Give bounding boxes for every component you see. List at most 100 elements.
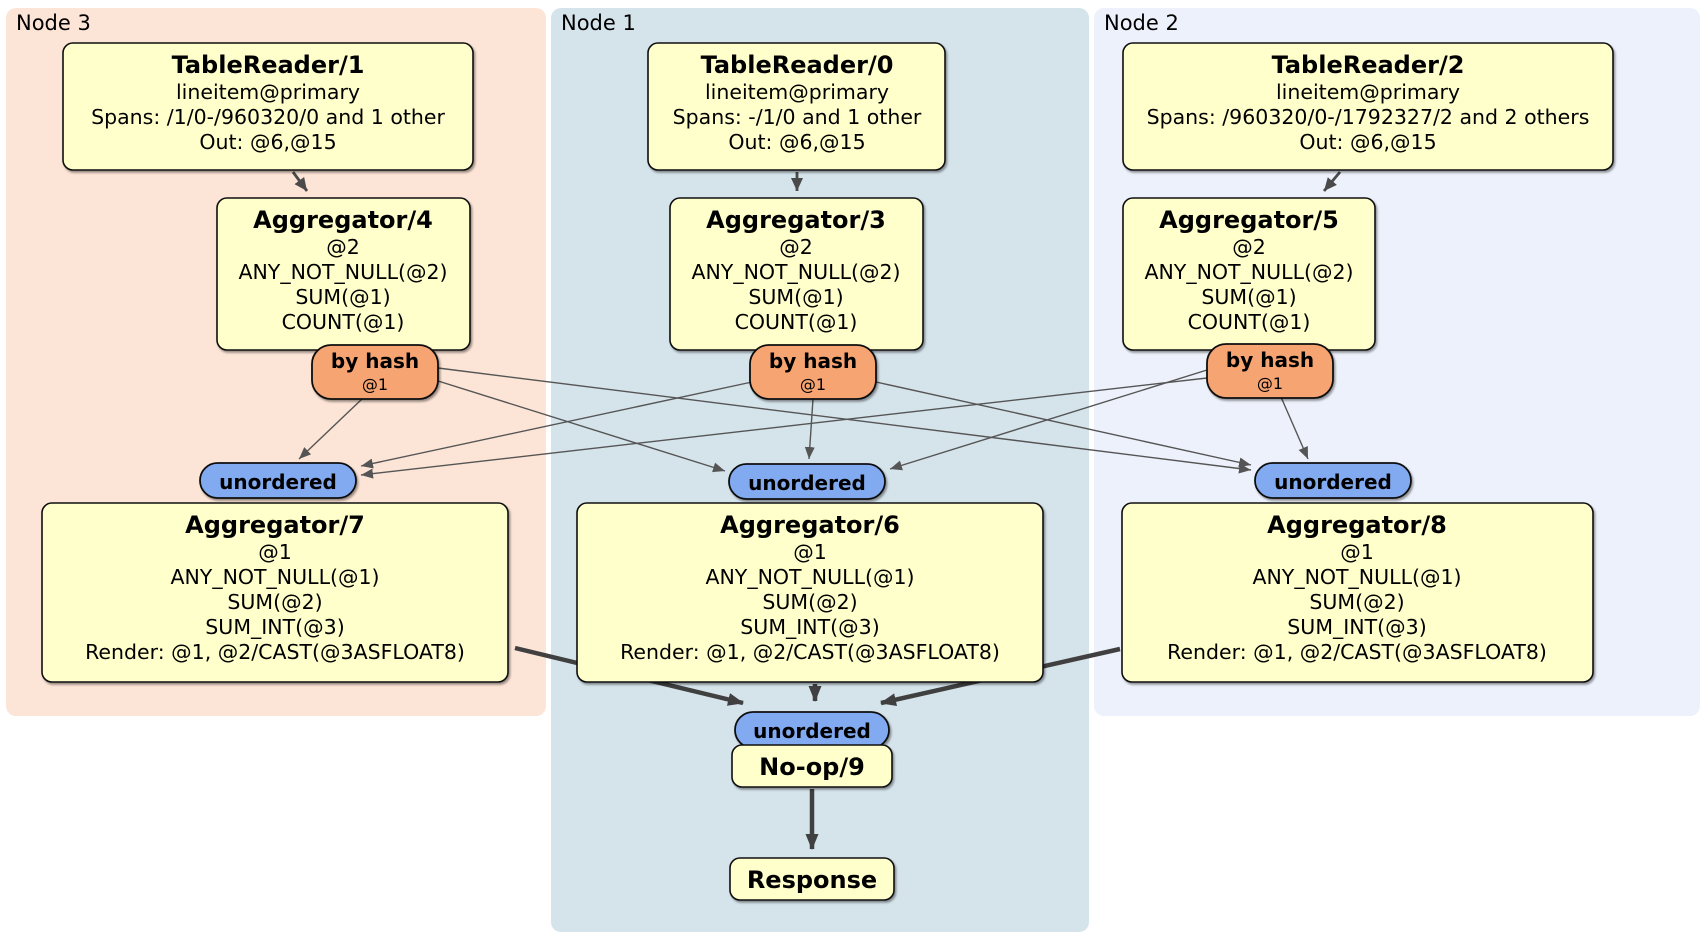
tablereader-edges bbox=[291, 171, 1342, 192]
tablereader-0-title: TableReader/0 bbox=[701, 51, 894, 79]
tablereader-1-line: lineitem@primary bbox=[176, 80, 360, 104]
by-hash-node1-pill bbox=[749, 344, 877, 400]
aggregator-6-line: ANY_NOT_NULL(@1) bbox=[705, 565, 914, 590]
aggregator-8-box bbox=[1121, 502, 1594, 683]
response-box bbox=[729, 857, 895, 901]
by-hash-node2-detail: @1 bbox=[1257, 374, 1283, 393]
aggregator-5-line: COUNT(@1) bbox=[1188, 310, 1311, 334]
aggregator-7-line: Render: @1, @2/CAST(@3ASFLOAT8) bbox=[85, 640, 465, 664]
sync-unordered-node2: unordered bbox=[1254, 462, 1412, 499]
node3-region-label: Node 3 bbox=[16, 11, 91, 35]
sync-unordered-node3: unordered bbox=[199, 462, 357, 499]
tablereader-1-line: Spans: /1/0-/960320/0 and 1 other bbox=[91, 105, 445, 129]
aggregator-8-line: ANY_NOT_NULL(@1) bbox=[1252, 565, 1461, 590]
processor-response: Response bbox=[729, 857, 895, 901]
tablereader-0-line: Out: @6,@15 bbox=[728, 130, 865, 154]
aggregator-8-line: SUM(@2) bbox=[1309, 590, 1404, 614]
unordered-node1-pill bbox=[728, 463, 886, 500]
aggregator-4-line: ANY_NOT_NULL(@2) bbox=[238, 260, 447, 285]
by-hash-node2-label: by hash bbox=[1226, 348, 1314, 372]
aggregator-3-line: @2 bbox=[779, 235, 813, 259]
node2-region-label: Node 2 bbox=[1104, 11, 1179, 35]
aggregator-6-title: Aggregator/6 bbox=[720, 511, 900, 539]
tablereader-0-box bbox=[647, 42, 946, 171]
noop-9-title: No-op/9 bbox=[759, 753, 865, 781]
unordered-node3-pill bbox=[199, 462, 357, 499]
edge-byhash1-to-unordered3 bbox=[360, 381, 753, 469]
aggregator-5-line: ANY_NOT_NULL(@2) bbox=[1144, 260, 1353, 285]
by-hash-node2-pill bbox=[1206, 343, 1334, 399]
processor-tablereader-2: TableReader/2 lineitem@primary Spans: /9… bbox=[1122, 42, 1614, 171]
by-hash-node3-pill bbox=[311, 344, 439, 400]
aggregator-8-line: Render: @1, @2/CAST(@3ASFLOAT8) bbox=[1167, 640, 1547, 664]
unordered-node3-label: unordered bbox=[219, 470, 337, 494]
tablereader-1-line: Out: @6,@15 bbox=[199, 130, 336, 154]
edge-byhash2-to-unordered2 bbox=[1280, 396, 1309, 460]
aggregator-4-title: Aggregator/4 bbox=[253, 206, 433, 234]
aggregator-6-line: @1 bbox=[793, 540, 827, 564]
aggregator-7-line: SUM_INT(@3) bbox=[205, 615, 344, 640]
edge-tablereader2-to-aggregator5 bbox=[1322, 171, 1342, 192]
aggregator-6-line: SUM(@2) bbox=[762, 590, 857, 614]
processor-tablereader-0: TableReader/0 lineitem@primary Spans: -/… bbox=[647, 42, 946, 171]
router-stream-edges bbox=[298, 367, 1309, 479]
aggregator-7-line: SUM(@2) bbox=[227, 590, 322, 614]
aggregator-6-box bbox=[576, 502, 1044, 683]
edge-byhash2-to-unordered1 bbox=[889, 369, 1208, 471]
aggregator-6-line: Render: @1, @2/CAST(@3ASFLOAT8) bbox=[620, 640, 1000, 664]
unordered-node1-label: unordered bbox=[748, 471, 866, 495]
tablereader-1-box bbox=[62, 42, 474, 171]
aggregator-7-line: @1 bbox=[258, 540, 292, 564]
aggregator-7-line: ANY_NOT_NULL(@1) bbox=[170, 565, 379, 590]
tablereader-2-line: lineitem@primary bbox=[1276, 80, 1460, 104]
aggregator-4-line: @2 bbox=[326, 235, 360, 259]
aggregator-3-line: ANY_NOT_NULL(@2) bbox=[691, 260, 900, 285]
aggregator-3-title: Aggregator/3 bbox=[706, 206, 886, 234]
sync-unordered-node1: unordered bbox=[728, 463, 886, 500]
edge-byhash1-to-unordered2 bbox=[875, 381, 1252, 468]
edge-tablereader1-to-aggregator4 bbox=[291, 171, 309, 192]
tablereader-0-line: Spans: -/1/0 and 1 other bbox=[673, 105, 922, 129]
processor-aggregator-5: Aggregator/5 @2 ANY_NOT_NULL(@2) SUM(@1)… bbox=[1122, 197, 1376, 351]
tablereader-1-title: TableReader/1 bbox=[172, 51, 365, 79]
tablereader-0-line: lineitem@primary bbox=[705, 80, 889, 104]
router-by-hash-node3: by hash @1 bbox=[311, 344, 439, 400]
router-by-hash-node1: by hash @1 bbox=[749, 344, 877, 400]
processor-aggregator-3: Aggregator/3 @2 ANY_NOT_NULL(@2) SUM(@1)… bbox=[669, 197, 924, 351]
aggregator-8-title: Aggregator/8 bbox=[1267, 511, 1447, 539]
tablereader-2-line: Spans: /960320/0-/1792327/2 and 2 others bbox=[1147, 105, 1590, 129]
aggregator-7-box bbox=[41, 502, 509, 683]
aggregator-7-title: Aggregator/7 bbox=[185, 511, 365, 539]
router-by-hash-node2: by hash @1 bbox=[1206, 343, 1334, 399]
aggregator-3-line: COUNT(@1) bbox=[735, 310, 858, 334]
processor-aggregator-7: Aggregator/7 @1 ANY_NOT_NULL(@1) SUM(@2)… bbox=[41, 502, 509, 683]
response-title: Response bbox=[747, 866, 877, 894]
edge-byhash2-to-unordered3 bbox=[360, 377, 1208, 479]
by-hash-node1-label: by hash bbox=[769, 349, 857, 373]
aggregator-4-line: SUM(@1) bbox=[295, 285, 390, 309]
tablereader-2-line: Out: @6,@15 bbox=[1299, 130, 1436, 154]
processor-aggregator-8: Aggregator/8 @1 ANY_NOT_NULL(@1) SUM(@2)… bbox=[1121, 502, 1594, 683]
unordered-node2-pill bbox=[1254, 462, 1412, 499]
aggregator-5-title: Aggregator/5 bbox=[1159, 206, 1339, 234]
by-hash-node3-detail: @1 bbox=[362, 375, 388, 394]
node1-region-label: Node 1 bbox=[561, 11, 636, 35]
by-hash-node3-label: by hash bbox=[331, 349, 419, 373]
by-hash-node1-detail: @1 bbox=[800, 375, 826, 394]
aggregator-8-line: SUM_INT(@3) bbox=[1287, 615, 1426, 640]
processor-noop-9: No-op/9 bbox=[731, 744, 893, 788]
edge-byhash3-to-unordered1 bbox=[437, 380, 726, 473]
processor-tablereader-1: TableReader/1 lineitem@primary Spans: /1… bbox=[62, 42, 474, 171]
aggregator-8-line: @1 bbox=[1340, 540, 1374, 564]
aggregator-6-line: SUM_INT(@3) bbox=[740, 615, 879, 640]
tablereader-2-box bbox=[1122, 42, 1614, 171]
sync-unordered-final: unordered bbox=[734, 711, 890, 749]
unordered-node2-label: unordered bbox=[1274, 470, 1392, 494]
unordered-final-label: unordered bbox=[753, 719, 871, 743]
tablereader-2-title: TableReader/2 bbox=[1272, 51, 1465, 79]
noop-9-box bbox=[731, 744, 893, 788]
aggregator-5-line: SUM(@1) bbox=[1201, 285, 1296, 309]
edge-byhash3-to-unordered3 bbox=[298, 398, 363, 460]
